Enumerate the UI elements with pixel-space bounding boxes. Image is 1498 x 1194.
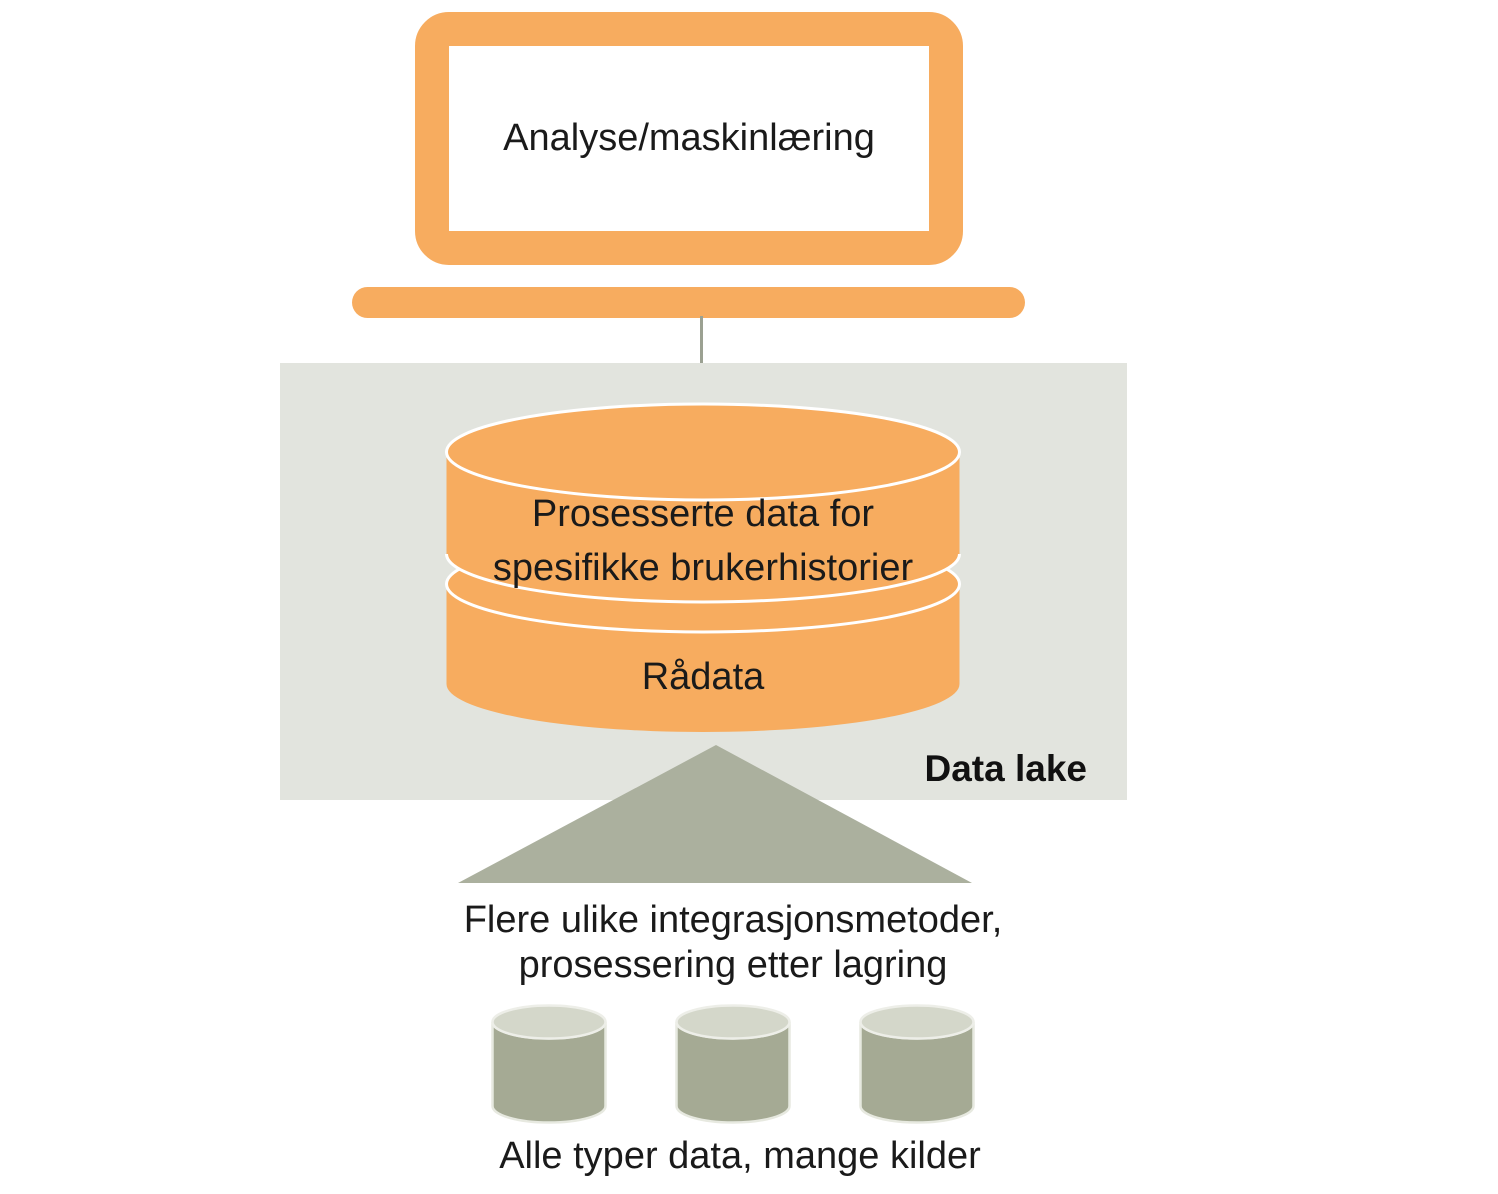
integration-label: Flere ulike integrasjonsmetoder, prosess…: [383, 898, 1083, 988]
processed-data-label-line2: spesifikke brukerhistorier: [492, 547, 914, 589]
data-lake-label: Data lake: [924, 748, 1088, 789]
database-cylinder-icon: [445, 402, 961, 732]
laptop-screen-label: Analyse/maskinlæring: [503, 117, 875, 159]
source-database-icon: [675, 1004, 791, 1124]
laptop-icon: Analyse/maskinlæring: [415, 12, 963, 265]
laptop-base-bar: [352, 287, 1025, 318]
integration-label-line2: prosessering etter lagring: [518, 944, 948, 986]
funnel-triangle-icon: [458, 745, 972, 883]
sources-label: Alle typer data, mange kilder: [499, 1135, 981, 1177]
processed-data-label: Prosesserte data for spesifikke brukerhi…: [444, 487, 962, 595]
source-database-icon: [859, 1004, 975, 1124]
integration-label-line1: Flere ulike integrasjonsmetoder,: [463, 899, 1003, 941]
processed-data-label-line1: Prosesserte data for: [531, 493, 875, 535]
raw-data-label: Rådata: [641, 656, 765, 698]
source-database-icon: [491, 1004, 607, 1124]
